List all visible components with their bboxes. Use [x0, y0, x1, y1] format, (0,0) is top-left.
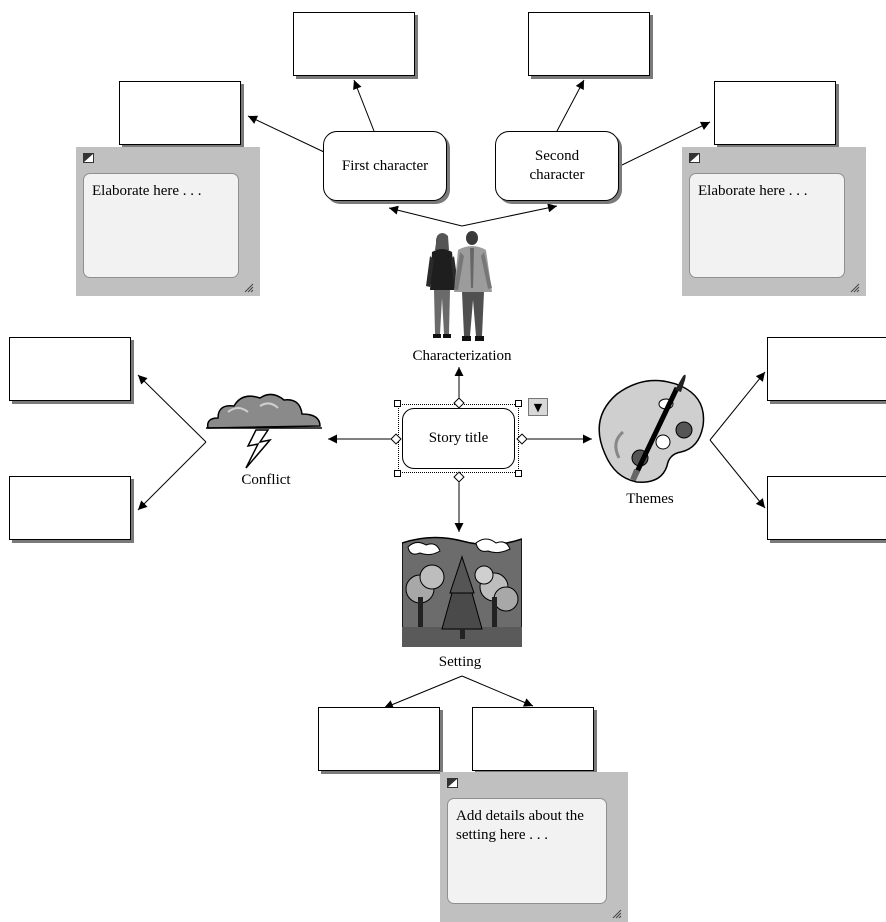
link-conflict-top-box: [137, 374, 207, 443]
link-setting-right-box: [461, 675, 534, 707]
link-second-character-right-box: [621, 121, 711, 166]
note-icon[interactable]: [447, 778, 458, 788]
setting-label[interactable]: Setting: [438, 654, 482, 670]
first-character-label: First character: [341, 157, 429, 174]
second-character-node[interactable]: Second character: [495, 131, 619, 201]
setting-left-box[interactable]: [318, 707, 440, 771]
selection-handle-bottom-left[interactable]: [394, 470, 401, 477]
forest-icon[interactable]: [402, 533, 522, 647]
note-icon[interactable]: [83, 153, 94, 163]
characterization-label[interactable]: Characterization: [412, 348, 512, 364]
link-themes-top-box: [709, 371, 766, 441]
second-character-label: Second character: [529, 148, 585, 183]
selection-handle-bottom-right[interactable]: [515, 470, 522, 477]
selection-handle-top-left[interactable]: [394, 400, 401, 407]
link-conflict-bottom-box: [137, 441, 207, 511]
setting-right-box[interactable]: [472, 707, 594, 771]
link-first-character-left-box: [247, 115, 325, 153]
link-first-character-top-box: [353, 79, 375, 132]
second-character-right-box[interactable]: [714, 81, 836, 145]
paint-palette-icon[interactable]: [589, 372, 713, 490]
themes-label[interactable]: Themes: [626, 491, 674, 507]
themes-top-box[interactable]: [767, 337, 886, 401]
story-title-node[interactable]: Story title: [398, 404, 519, 473]
chevron-down-icon[interactable]: ▼: [528, 398, 548, 416]
first-character-top-box[interactable]: [293, 12, 415, 76]
resize-grip-icon[interactable]: [848, 281, 860, 293]
note-text[interactable]: Elaborate here . . .: [83, 173, 239, 278]
first-character-node[interactable]: First character: [323, 131, 447, 201]
link-characterization-first-character: [388, 205, 463, 227]
link-themes-bottom-box: [709, 439, 766, 509]
conflict-top-box[interactable]: [9, 337, 131, 401]
people-icon[interactable]: [420, 228, 496, 344]
link-characterization-second-character: [461, 203, 558, 227]
conflict-label[interactable]: Conflict: [241, 472, 291, 488]
themes-bottom-box[interactable]: [767, 476, 886, 540]
selection-handle-top-right[interactable]: [515, 400, 522, 407]
resize-grip-icon[interactable]: [610, 907, 622, 919]
second-character-note[interactable]: Elaborate here . . .: [682, 147, 866, 296]
note-icon[interactable]: [689, 153, 700, 163]
note-text[interactable]: Elaborate here . . .: [689, 173, 845, 278]
conflict-bottom-box[interactable]: [9, 476, 131, 540]
resize-grip-icon[interactable]: [242, 281, 254, 293]
first-character-note[interactable]: Elaborate here . . .: [76, 147, 260, 296]
link-second-character-top-box: [556, 79, 585, 132]
link-setting-left-box: [383, 675, 463, 709]
note-text[interactable]: Add details about the setting here . . .: [447, 798, 607, 904]
first-character-left-box[interactable]: [119, 81, 241, 145]
second-character-top-box[interactable]: [528, 12, 650, 76]
storm-cloud-icon[interactable]: [204, 390, 324, 474]
setting-note[interactable]: Add details about the setting here . . .: [440, 772, 628, 922]
story-title-label[interactable]: Story title: [402, 408, 515, 469]
